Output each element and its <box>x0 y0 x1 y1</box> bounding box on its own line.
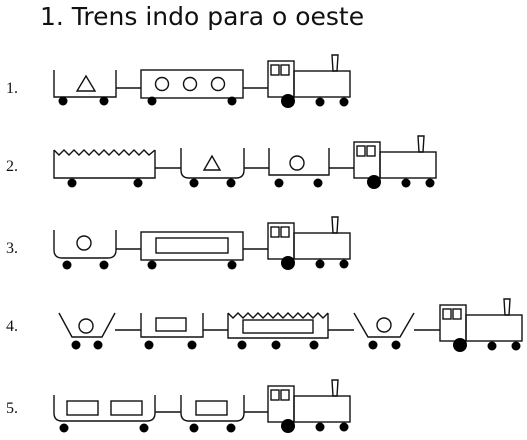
locomotive <box>267 54 351 109</box>
train-row-4 <box>58 298 523 353</box>
zigzag-car <box>53 149 156 188</box>
open-car-triangle <box>180 148 245 188</box>
row-label-1: 1. <box>6 80 18 97</box>
zigzag-car-rectangle <box>227 312 329 350</box>
train-row-2 <box>53 135 437 190</box>
hopper-car-circle <box>353 312 415 350</box>
row-label-5: 5. <box>6 400 18 417</box>
hopper-car-circle <box>58 312 116 350</box>
locomotive <box>353 135 437 190</box>
locomotive <box>439 298 523 353</box>
open-car-rectangle <box>180 395 245 433</box>
open-car-circle <box>53 230 117 270</box>
open-car-circle <box>268 148 330 188</box>
train-row-1 <box>53 54 351 109</box>
train-row-5 <box>53 379 351 434</box>
locomotive <box>267 379 351 434</box>
locomotive <box>267 216 351 271</box>
exercise-title: 1. Trens indo para o oeste <box>40 2 365 31</box>
open-car-two-rectangles <box>53 395 156 433</box>
row-label-3: 3. <box>6 240 18 257</box>
boxcar-three-circles <box>140 69 244 106</box>
boxcar-rectangle <box>140 231 244 270</box>
train-row-3 <box>53 216 351 271</box>
row-label-4: 4. <box>6 318 18 335</box>
open-car-rectangle <box>140 313 204 350</box>
open-car-triangle <box>53 70 117 106</box>
row-label-2: 2. <box>6 158 18 175</box>
